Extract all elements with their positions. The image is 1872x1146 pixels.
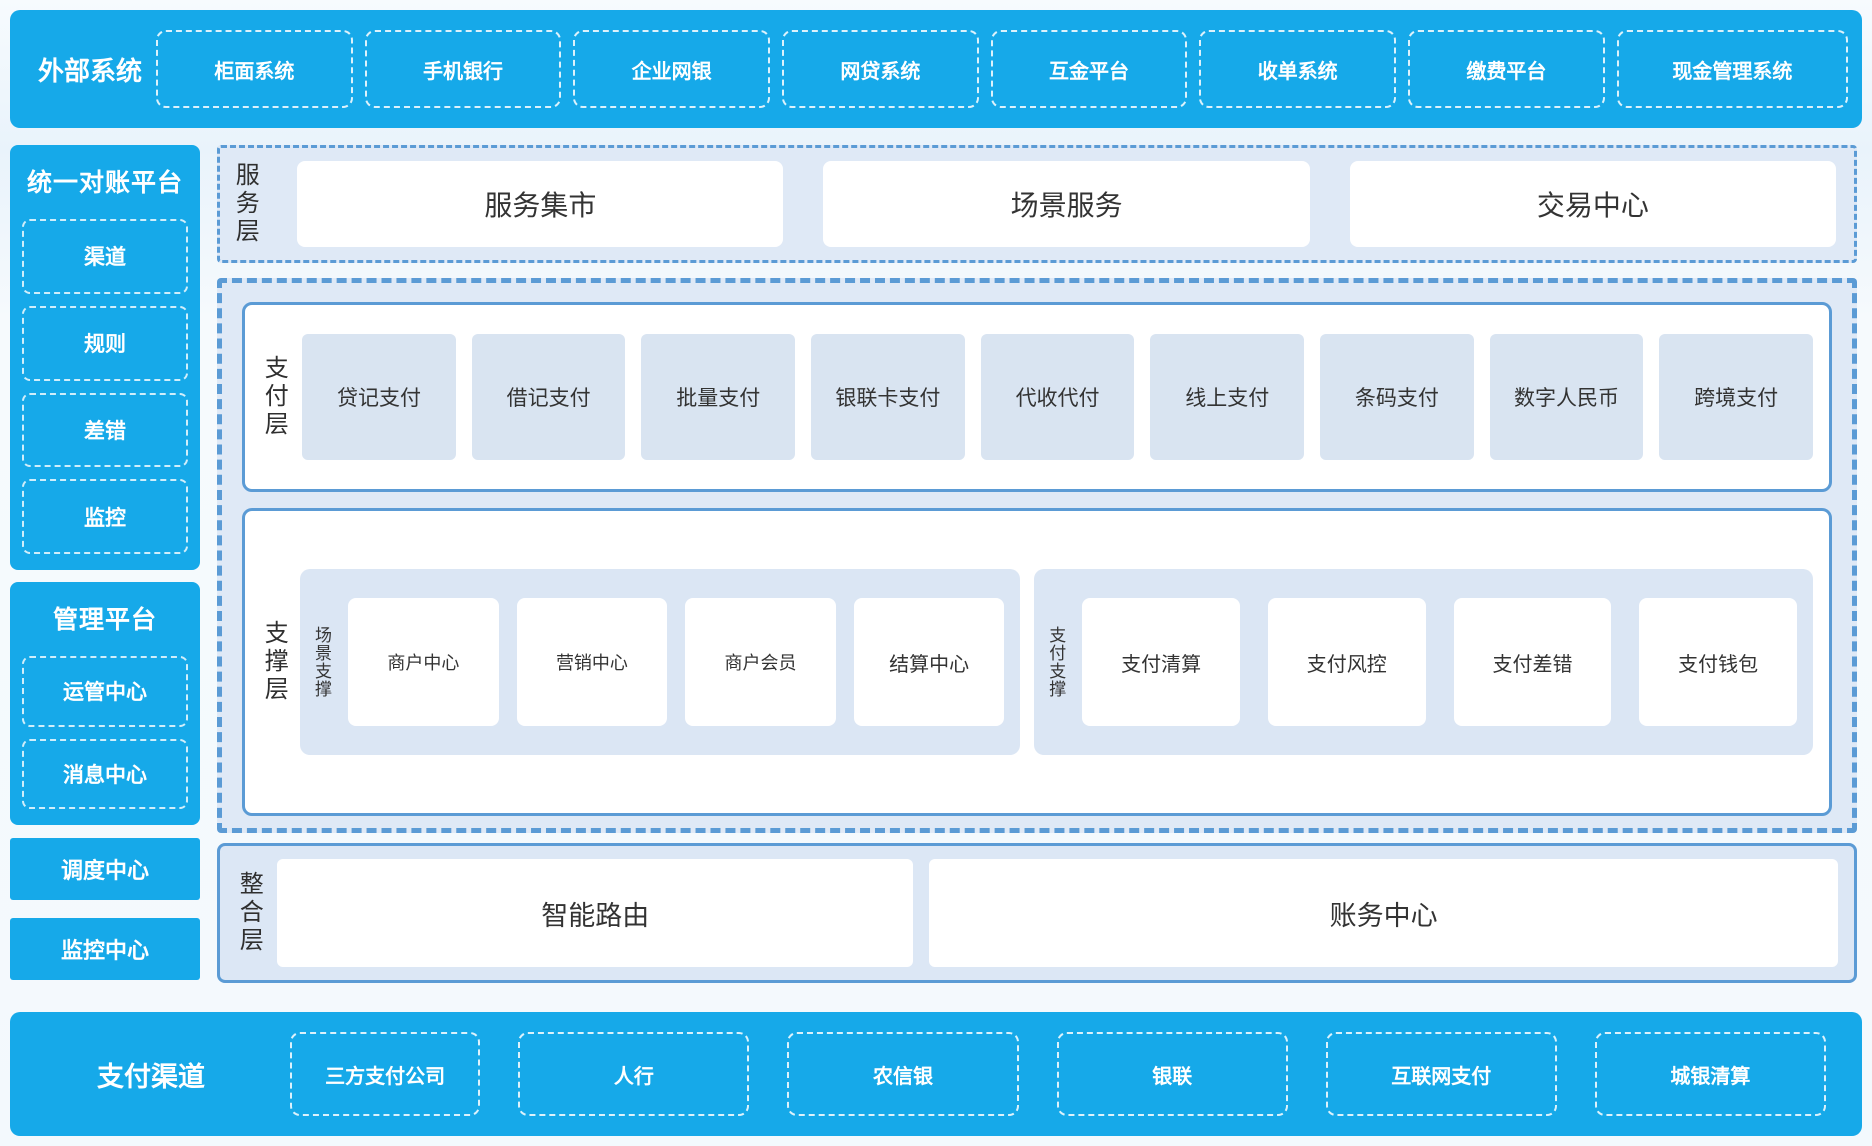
reconciliation-item-rules: 规则 — [22, 306, 188, 381]
payment-item-digital-rmb: 数字人民币 — [1490, 334, 1644, 460]
support-item-payment-wallet: 支付钱包 — [1639, 598, 1797, 726]
payment-item-unionpay-card: 银联卡支付 — [811, 334, 965, 460]
integration-layer-label: 整合层 — [236, 871, 261, 955]
reconciliation-item-monitor: 监控 — [22, 479, 188, 554]
payment-item-batch: 批量支付 — [641, 334, 795, 460]
scheduling-center-block: 调度中心 — [10, 838, 200, 900]
integration-box-accounting-center: 账务中心 — [929, 859, 1838, 967]
reconciliation-items: 渠道 规则 差错 监控 — [22, 219, 188, 554]
payment-support-items: 支付清算 支付风控 支付差错 支付钱包 — [1082, 598, 1797, 726]
scene-support-label: 场景支撑 — [312, 626, 330, 698]
payment-item-online: 线上支付 — [1150, 334, 1304, 460]
scene-support-items: 商户中心 营销中心 商户会员 结算中心 — [348, 598, 1004, 726]
payment-support-group: 支付支撑 支付清算 支付风控 支付差错 支付钱包 — [1034, 569, 1813, 755]
sidebar: 统一对账平台 渠道 规则 差错 监控 管理平台 运管中心 消息中心 调度中心 监… — [10, 145, 200, 983]
integration-box-smart-routing: 智能路由 — [277, 859, 913, 967]
channel-item-third-party: 三方支付公司 — [290, 1032, 480, 1116]
external-system-item-bill-pay: 缴费平台 — [1408, 30, 1605, 108]
support-item-payment-clearing: 支付清算 — [1082, 598, 1240, 726]
payment-channels-bar: 支付渠道 三方支付公司 人行 农信银 银联 互联网支付 城银清算 — [10, 1012, 1862, 1136]
support-layer-panel: 支撑层 场景支撑 商户中心 营销中心 商户会员 结算中心 支付支撑 支付清算 支… — [242, 508, 1832, 816]
external-system-item-acquiring: 收单系统 — [1199, 30, 1396, 108]
payment-layer-panel: 支付层 贷记支付 借记支付 批量支付 银联卡支付 代收代付 线上支付 条码支付 … — [242, 302, 1832, 492]
payment-item-cross-border: 跨境支付 — [1659, 334, 1813, 460]
integration-layer-panel: 整合层 智能路由 账务中心 — [217, 843, 1857, 983]
channel-item-unionpay: 银联 — [1057, 1032, 1288, 1116]
external-system-item-cash-mgmt: 现金管理系统 — [1617, 30, 1848, 108]
external-systems-bar: 外部系统 柜面系统 手机银行 企业网银 网贷系统 互金平台 收单系统 缴费平台 … — [10, 10, 1862, 128]
main-area: 统一对账平台 渠道 规则 差错 监控 管理平台 运管中心 消息中心 调度中心 监… — [10, 145, 1862, 983]
scene-support-group: 场景支撑 商户中心 营销中心 商户会员 结算中心 — [300, 569, 1020, 755]
external-system-item-online-loan: 网贷系统 — [782, 30, 979, 108]
service-box-trade-center: 交易中心 — [1350, 161, 1836, 247]
payment-item-collection: 代收代付 — [981, 334, 1135, 460]
support-item-settlement-center: 结算中心 — [854, 598, 1005, 726]
support-layer-label: 支撑层 — [261, 620, 286, 704]
monitoring-center-block: 监控中心 — [10, 918, 200, 980]
service-box-scene: 场景服务 — [823, 161, 1309, 247]
payment-layer-label: 支付层 — [261, 355, 286, 439]
external-system-item-mobile-bank: 手机银行 — [365, 30, 562, 108]
channel-item-city-bank-clearing: 城银清算 — [1595, 1032, 1826, 1116]
support-item-payment-risk: 支付风控 — [1268, 598, 1426, 726]
external-system-item-counter: 柜面系统 — [156, 30, 353, 108]
management-items: 运管中心 消息中心 — [22, 656, 188, 809]
management-item-ops-center: 运管中心 — [22, 656, 188, 727]
support-item-payment-errors: 支付差错 — [1454, 598, 1612, 726]
reconciliation-item-errors: 差错 — [22, 393, 188, 468]
layers-column: 服务层 服务集市 场景服务 交易中心 支付层 贷记支付 借记支付 批量支付 银联… — [217, 145, 1857, 983]
external-system-item-corp-ebank: 企业网银 — [573, 30, 770, 108]
management-platform-block: 管理平台 运管中心 消息中心 — [10, 582, 200, 825]
service-box-market: 服务集市 — [297, 161, 783, 247]
service-layer-label: 服务层 — [232, 162, 257, 246]
reconciliation-platform-block: 统一对账平台 渠道 规则 差错 监控 — [10, 145, 200, 570]
support-item-merchant-member: 商户会员 — [685, 598, 836, 726]
management-item-message-center: 消息中心 — [22, 739, 188, 810]
payment-item-credit: 贷记支付 — [302, 334, 456, 460]
payment-item-debit: 借记支付 — [472, 334, 626, 460]
service-layer-panel: 服务层 服务集市 场景服务 交易中心 — [217, 145, 1857, 263]
channel-item-rural-credit: 农信银 — [787, 1032, 1018, 1116]
payment-channels-items: 三方支付公司 人行 农信银 银联 互联网支付 城银清算 — [276, 1012, 1840, 1136]
payment-item-barcode: 条码支付 — [1320, 334, 1474, 460]
external-system-item-fintech: 互金平台 — [991, 30, 1188, 108]
external-systems-items: 柜面系统 手机银行 企业网银 网贷系统 互金平台 收单系统 缴费平台 现金管理系… — [156, 10, 1848, 128]
payment-support-label: 支付支撑 — [1046, 626, 1064, 698]
reconciliation-platform-title: 统一对账平台 — [22, 163, 188, 199]
external-systems-title: 外部系统 — [24, 51, 156, 88]
channel-item-pboc: 人行 — [518, 1032, 749, 1116]
payment-channels-title: 支付渠道 — [26, 1055, 276, 1094]
payment-support-container: 支付层 贷记支付 借记支付 批量支付 银联卡支付 代收代付 线上支付 条码支付 … — [217, 278, 1857, 833]
channel-item-internet-pay: 互联网支付 — [1326, 1032, 1557, 1116]
support-item-marketing-center: 营销中心 — [517, 598, 668, 726]
management-platform-title: 管理平台 — [22, 600, 188, 636]
support-item-merchant-center: 商户中心 — [348, 598, 499, 726]
reconciliation-item-channel: 渠道 — [22, 219, 188, 294]
